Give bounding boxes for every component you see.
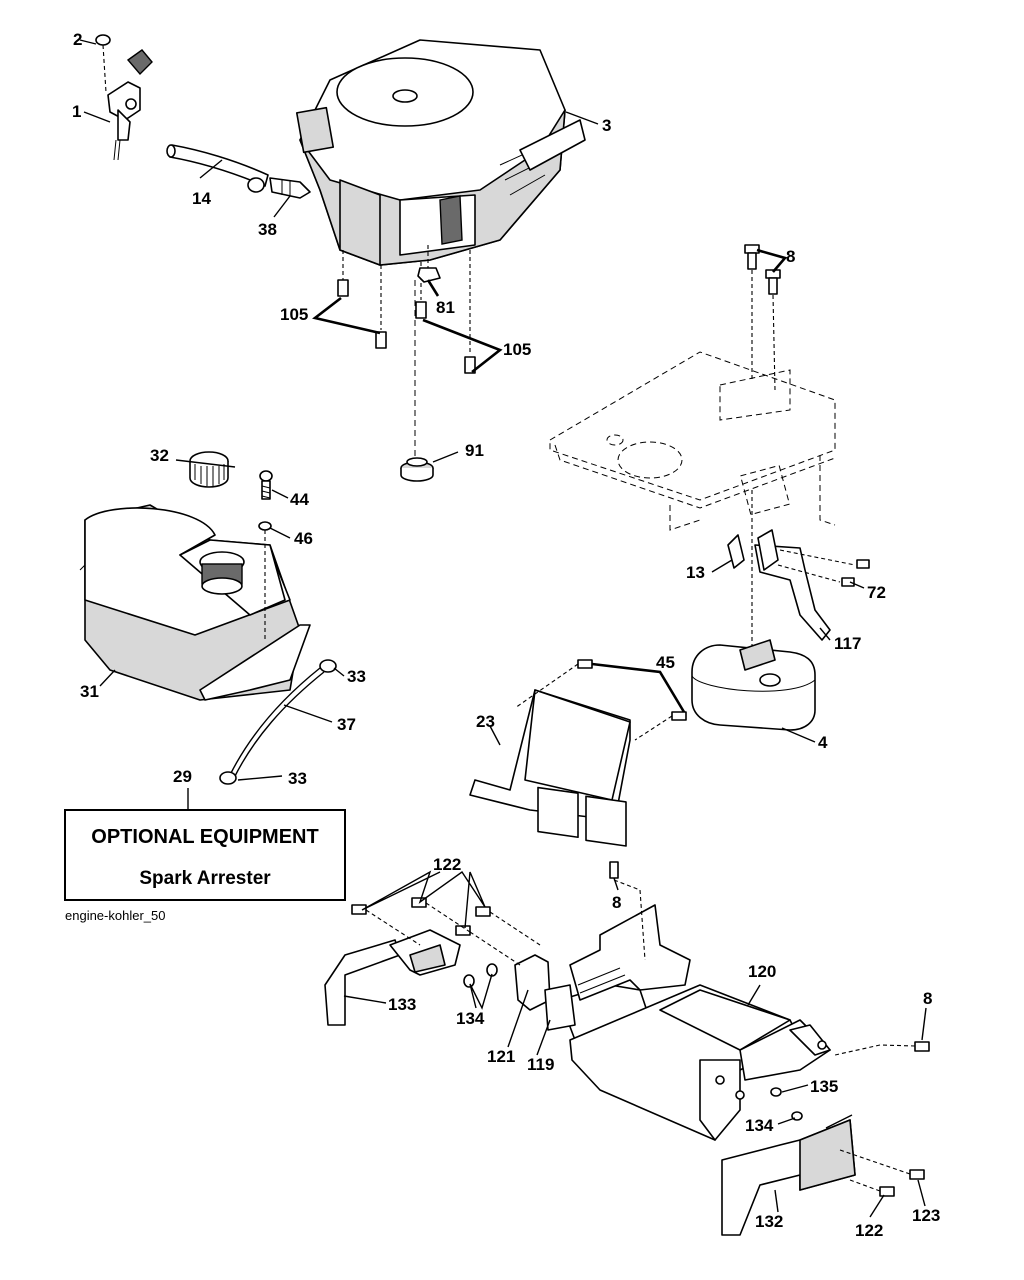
callout-14: 14 <box>192 189 211 208</box>
callout-117: 117 <box>834 634 861 653</box>
callout-numbers: 2 1 3 14 38 105 81 105 91 8 32 44 46 31 … <box>72 30 940 1240</box>
callout-8-right: 8 <box>923 989 932 1008</box>
callout-122-bottom: 122 <box>855 1221 883 1240</box>
callout-120: 120 <box>748 962 776 981</box>
callout-134-left: 134 <box>456 1009 485 1028</box>
callout-44: 44 <box>290 490 309 509</box>
callout-33-lower: 33 <box>288 769 307 788</box>
hose-clamp-upper-part <box>319 659 337 673</box>
callout-33-upper: 33 <box>347 667 366 686</box>
throttle-screw-part <box>95 34 111 93</box>
chassis-bolts-part <box>744 244 781 391</box>
bushing-part <box>400 457 434 482</box>
callout-37: 37 <box>337 715 356 734</box>
heat-shield-screws-part <box>514 659 687 741</box>
callout-132: 132 <box>755 1212 783 1231</box>
throttle-control-part <box>107 49 153 161</box>
callout-38: 38 <box>258 220 277 239</box>
callout-13: 13 <box>686 563 705 582</box>
optional-equipment-subtitle: Spark Arrester <box>139 868 271 889</box>
hose-clamp-lower-part <box>219 771 237 785</box>
engine-nut-part <box>417 245 441 283</box>
exhaust-gasket-part <box>727 529 779 571</box>
fuel-hose-part <box>229 667 325 779</box>
callout-91: 91 <box>465 441 484 460</box>
callout-81: 81 <box>436 298 455 317</box>
callout-123: 123 <box>912 1206 940 1225</box>
chassis-plate-outline <box>549 351 836 531</box>
engine-part <box>295 39 586 266</box>
bracket-left-part <box>389 929 461 976</box>
callout-105-left: 105 <box>280 305 308 324</box>
callout-2: 2 <box>73 30 82 49</box>
tank-washer-part <box>258 521 272 640</box>
callout-31: 31 <box>80 682 99 701</box>
callout-8-top: 8 <box>786 247 795 266</box>
engine-bolts-part <box>337 250 476 374</box>
exhaust-screws-part <box>777 549 870 587</box>
plate-119-part <box>544 984 576 1031</box>
callout-135: 135 <box>810 1077 838 1096</box>
callout-105-right: 105 <box>503 340 531 359</box>
callout-29: 29 <box>173 767 192 786</box>
callout-46: 46 <box>294 529 313 548</box>
frame-tray-120-part <box>569 984 831 1141</box>
callout-8-middle: 8 <box>612 893 621 912</box>
callout-121: 121 <box>487 1047 515 1066</box>
optional-equipment-title: OPTIONAL EQUIPMENT <box>91 826 318 848</box>
callout-122-top: 122 <box>433 855 461 874</box>
callout-134-right: 134 <box>745 1116 774 1135</box>
callout-45: 45 <box>656 653 675 672</box>
fuel-tank-part <box>79 504 311 701</box>
leader-lines <box>79 39 927 1218</box>
callout-23: 23 <box>476 712 495 731</box>
callout-72: 72 <box>867 583 886 602</box>
main-plate-upper-part <box>569 904 691 1001</box>
callout-4: 4 <box>818 733 828 752</box>
bumper-plate-left-part <box>324 939 401 1026</box>
optional-equipment-box: OPTIONAL EQUIPMENT Spark Arrester <box>64 809 346 901</box>
exhaust-pipe-part <box>751 490 831 660</box>
callout-133: 133 <box>388 995 416 1014</box>
diagram-caption: engine-kohler_50 <box>65 908 165 923</box>
fuel-cap-part <box>189 451 229 488</box>
bumper-plate-right-part <box>721 1119 856 1236</box>
tank-screw-part <box>259 470 273 500</box>
callout-119: 119 <box>527 1055 554 1074</box>
bottom-screws-part <box>351 861 930 1197</box>
fuel-line-part <box>166 144 269 187</box>
callout-1: 1 <box>72 102 81 121</box>
fuel-fitting-part <box>247 177 311 199</box>
heat-shield-part <box>469 689 631 847</box>
callout-32: 32 <box>150 446 169 465</box>
callout-3: 3 <box>602 116 611 135</box>
muffler-part <box>691 639 816 731</box>
